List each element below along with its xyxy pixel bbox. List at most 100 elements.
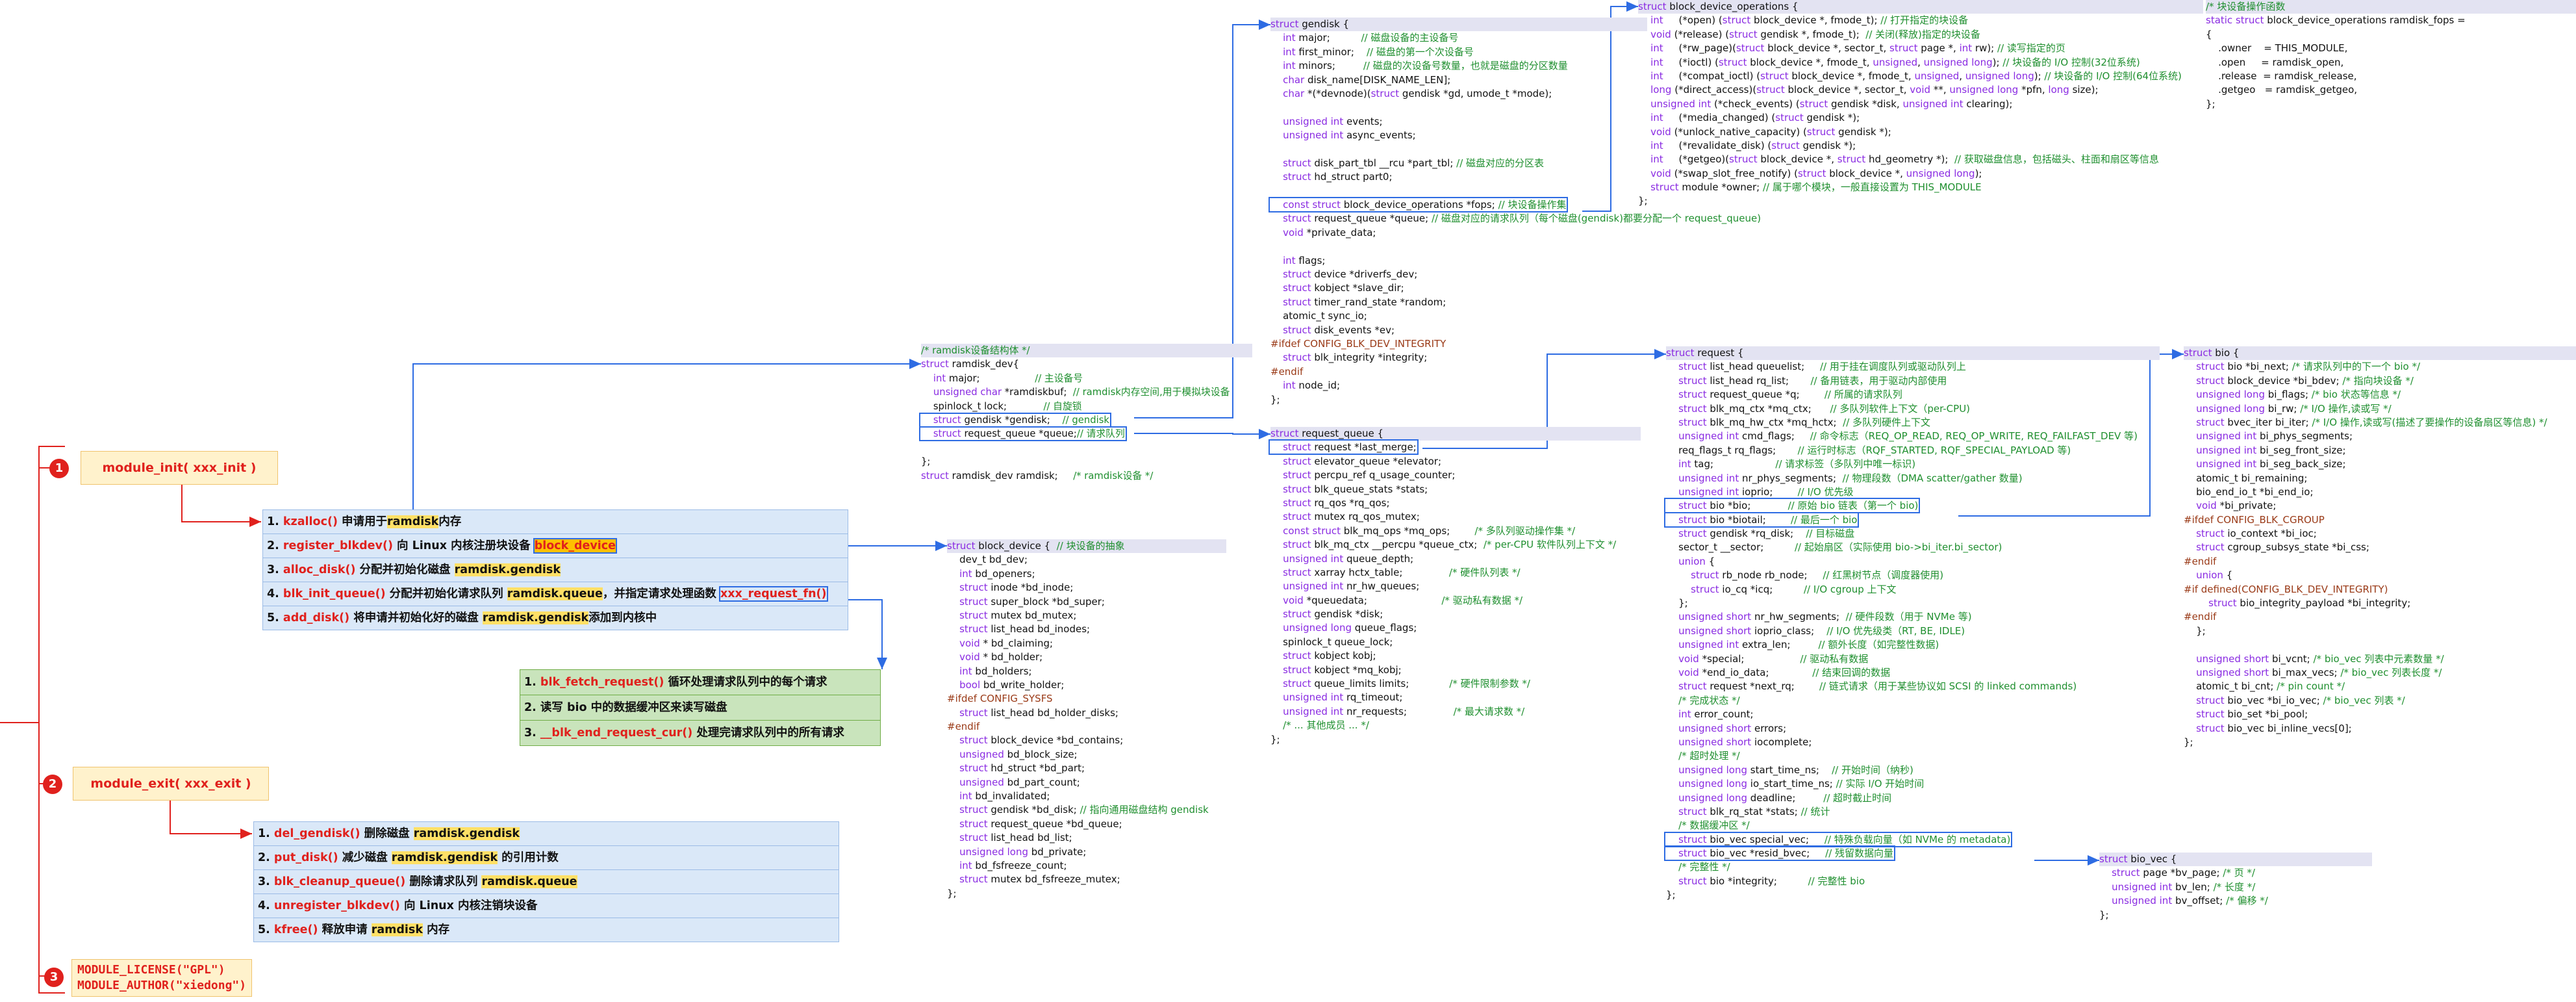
code-line: struct queue_limits limits; /* 硬件限制参数 */ bbox=[1270, 677, 1641, 691]
preprocessor-line: #endif bbox=[2184, 611, 2217, 623]
keyword: long bbox=[1726, 778, 1748, 790]
code-text: unsigned long start_time_ns; // 开始时间（纳秒) bbox=[1678, 764, 1913, 776]
code-line: struct gendisk *bd_disk; // 指向通用磁盘结构 gen… bbox=[947, 803, 1226, 817]
keyword: struct bbox=[1283, 511, 1311, 523]
keyword: unsigned bbox=[959, 845, 1004, 858]
code-line: unsigned long queue_flags; bbox=[1270, 621, 1641, 635]
code-line: union { bbox=[1666, 555, 2160, 569]
module-license-text: MODULE_LICENSE("GPL") bbox=[77, 963, 225, 977]
keyword: struct bbox=[933, 428, 961, 440]
code-line: }; bbox=[1666, 888, 2160, 902]
keyword: unsigned bbox=[2196, 652, 2241, 665]
code-text: struct ramdisk_dev ramdisk; /* ramdisk设备… bbox=[921, 470, 1154, 482]
comment: // 读写指定的页 bbox=[1997, 42, 2065, 55]
code-text: int node_id; bbox=[1283, 379, 1341, 392]
code-line: int (*media_changed) (struct gendisk *); bbox=[1638, 111, 2203, 125]
code-text: int (*compat_ioctl) (struct block_device… bbox=[1650, 70, 2182, 82]
code-line: struct kobject *mq_kobj; bbox=[1270, 663, 1641, 677]
code-line: }; bbox=[2099, 908, 2372, 922]
step-text: 向 Linux 内核注册块设备 bbox=[392, 539, 535, 552]
keyword: long bbox=[2243, 389, 2266, 401]
code-line: struct bio_vec bi_inline_vecs[0]; bbox=[2184, 722, 2576, 736]
code-text: int (*getgeo)(struct block_device *, str… bbox=[1650, 153, 2159, 166]
code-line: }; bbox=[2184, 736, 2576, 749]
comment: /* 多队列驱动操作集 */ bbox=[1474, 524, 1576, 537]
keyword: char bbox=[980, 387, 1002, 398]
keyword: void bbox=[1283, 594, 1304, 606]
code-line: { bbox=[2206, 28, 2576, 42]
keyword: struct bbox=[1837, 153, 1866, 166]
preprocessor-line: #endif bbox=[2184, 555, 2217, 567]
code-text: struct bio_vec { bbox=[2099, 853, 2177, 865]
keyword: struct bbox=[1283, 268, 1311, 281]
comment: /* 块设备操作函数 bbox=[2206, 1, 2286, 12]
code-line: #ifdef CONFIG_SYSFS bbox=[947, 692, 1226, 706]
code-text: void * bd_claiming; bbox=[959, 637, 1054, 649]
code-line: }; bbox=[2184, 624, 2576, 638]
keyword: struct bbox=[2196, 416, 2225, 428]
step-text: 申请用于 bbox=[337, 515, 388, 528]
keyword: struct bbox=[1283, 157, 1311, 169]
bio-vec-struct: struct bio_vec { struct page *bv_page; /… bbox=[2099, 853, 2372, 922]
keyword: struct bbox=[959, 734, 988, 747]
comment: // 红黑树节点（调度器使用) bbox=[1823, 569, 1944, 582]
comment: /* bio_vec 列表中元素数量 */ bbox=[2313, 652, 2444, 665]
keyword: struct bbox=[1283, 678, 1311, 690]
code-line: spinlock_t queue_lock; bbox=[1270, 636, 1641, 649]
code-line bbox=[1270, 101, 1647, 114]
keyword: unsigned bbox=[1678, 639, 1723, 651]
code-line: unsigned long bd_private; bbox=[947, 845, 1226, 859]
code-text: struct gendisk *bd_disk; // 指向通用磁盘结构 gen… bbox=[959, 804, 1209, 816]
code-text: void *special; // 驱动私有数据 bbox=[1678, 652, 1869, 665]
bio-struct: struct bio { struct bio *bi_next; /* 请求队… bbox=[2184, 346, 2576, 749]
step-index: 2. bbox=[258, 851, 274, 864]
code-text: struct bio_vec *bi_io_vec; /* bio_vec 列表… bbox=[2196, 694, 2405, 706]
function-name: blk_cleanup_queue() bbox=[273, 875, 406, 888]
code-line: unsigned long io_start_time_ns; // 实际 I/… bbox=[1666, 777, 2160, 791]
keyword: struct bbox=[1678, 374, 1707, 387]
keyword: int bbox=[959, 567, 972, 580]
code-line: struct bio_integrity_payload *bi_integri… bbox=[2184, 597, 2576, 610]
code-text: int bd_holders; bbox=[959, 665, 1032, 677]
code-text: }; bbox=[2099, 908, 2109, 921]
keyword: struct bbox=[959, 582, 988, 594]
code-text: struct bio_vec *resid_bvec; // 残留数据向量 bbox=[1663, 845, 1896, 862]
code-line: unsigned int events; bbox=[1270, 115, 1647, 129]
keyword: struct bbox=[2196, 361, 2225, 373]
keyword: unsigned bbox=[1678, 778, 1723, 790]
keyword: struct bbox=[2196, 541, 2225, 554]
code-line: unsigned int ioprio; // I/O 优先级 bbox=[1666, 485, 2160, 499]
code-line: struct super_block *bd_super; bbox=[947, 595, 1226, 609]
code-line: struct inode *bd_inode; bbox=[947, 581, 1226, 595]
code-text: struct list_head bd_inodes; bbox=[959, 623, 1091, 636]
code-line: struct blk_mq_hw_ctx *mq_hctx; // 多队列硬件上… bbox=[1666, 416, 2160, 430]
code-line: struct list_head rq_list; // 备用链表，用于驱动内部… bbox=[1666, 374, 2160, 388]
code-text: struct gendisk { bbox=[1270, 18, 1350, 30]
step-text: 删除请求队列 bbox=[405, 875, 482, 888]
keyword: long bbox=[2243, 402, 2266, 415]
keyword: void bbox=[959, 637, 980, 649]
comment: // 起始扇区（实际使用 bio->bi_iter.bi_sector) bbox=[1795, 541, 2002, 554]
code-line: #endif bbox=[1270, 365, 1647, 379]
step-index: 5. bbox=[267, 611, 283, 624]
code-text: unsigned int nr_phys_segments; // 物理段数（D… bbox=[1678, 472, 2023, 484]
keyword: struct bbox=[1678, 389, 1707, 401]
keyword: unsigned bbox=[1283, 691, 1328, 704]
keyword: struct bbox=[2184, 347, 2212, 359]
keyword: int bbox=[1330, 115, 1344, 127]
code-line bbox=[1270, 240, 1647, 253]
code-text: int (*revalidate_disk) (struct gendisk *… bbox=[1650, 139, 1856, 151]
comment: // 打开指定的块设备 bbox=[1880, 14, 1969, 27]
keyword: long bbox=[1726, 791, 1748, 804]
code-line: int (*ioctl) (struct block_device *, fmo… bbox=[1638, 56, 2203, 70]
code-line: struct ramdisk_dev{ bbox=[921, 357, 1252, 371]
code-line: struct bio_vec { bbox=[2099, 853, 2372, 867]
code-line: struct bio_set *bi_pool; bbox=[2184, 708, 2576, 721]
code-text: sector_t __sector; // 起始扇区（实际使用 bio->bi_… bbox=[1666, 541, 2002, 554]
code-line: unsigned short errors; bbox=[1666, 722, 2160, 736]
function-name: put_disk() bbox=[273, 851, 338, 864]
keyword: unsigned bbox=[1873, 56, 1918, 68]
keyword: struct bbox=[959, 706, 988, 719]
code-line: struct disk_events *ev; bbox=[1270, 324, 1647, 337]
keyword: struct bbox=[1678, 833, 1707, 845]
